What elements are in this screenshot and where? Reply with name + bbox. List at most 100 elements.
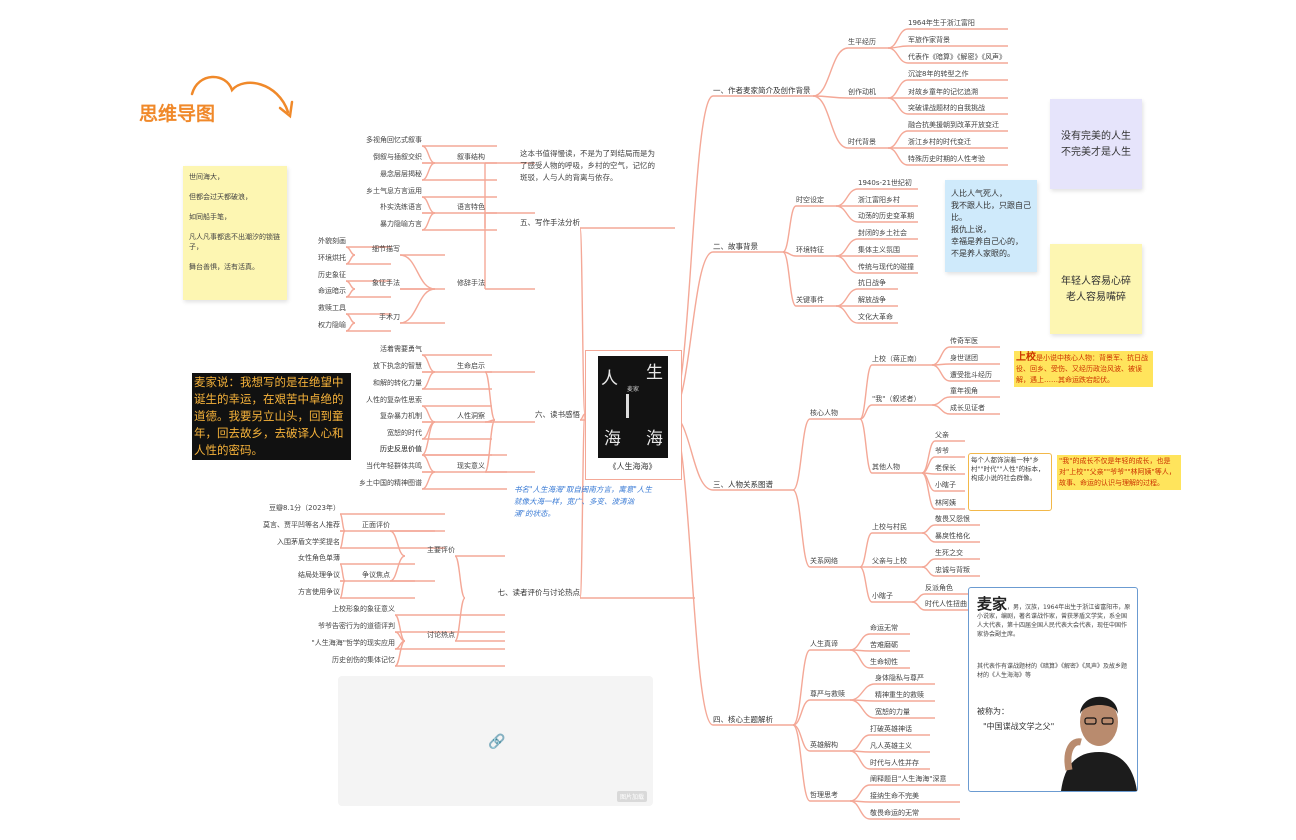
mindmap-node[interactable]: 抗日战争 bbox=[858, 279, 886, 287]
mindmap-node[interactable]: 争议焦点 bbox=[362, 571, 390, 579]
mindmap-node[interactable]: 救赎工具 bbox=[318, 304, 346, 312]
mindmap-node[interactable]: 上校形象的象征意义 bbox=[332, 605, 395, 613]
mindmap-node[interactable]: 宽恕的力量 bbox=[875, 708, 910, 716]
mindmap-node[interactable]: 方言使用争议 bbox=[298, 588, 340, 596]
mindmap-node[interactable]: 正面评价 bbox=[362, 521, 390, 529]
mindmap-node[interactable]: 细节描写 bbox=[372, 245, 400, 253]
mindmap-node[interactable]: 敬畏命运的无常 bbox=[870, 809, 919, 817]
mindmap-node[interactable]: 七、读者评价与讨论热点 bbox=[497, 588, 581, 597]
mindmap-node[interactable]: 乡土气息方言运用 bbox=[366, 187, 422, 195]
mindmap-node[interactable]: 历史象征 bbox=[318, 271, 346, 279]
mindmap-node[interactable]: 命运无常 bbox=[870, 624, 898, 632]
mindmap-node[interactable]: 五、写作手法分析 bbox=[520, 218, 580, 227]
mindmap-node[interactable]: "人生海海"哲学的现实应用 bbox=[311, 639, 395, 647]
mindmap-node[interactable]: 传统与现代的碰撞 bbox=[858, 263, 914, 271]
mindmap-node[interactable]: 当代年轻群体共鸣 bbox=[366, 462, 422, 470]
mindmap-node[interactable]: 老保长 bbox=[935, 464, 956, 472]
mindmap-node[interactable]: 英雄解构 bbox=[810, 741, 838, 749]
mindmap-node[interactable]: 入围茅盾文学奖提名 bbox=[277, 538, 340, 546]
mindmap-node[interactable]: 精神重生的救赎 bbox=[875, 691, 924, 699]
mindmap-node[interactable]: 人性洞察 bbox=[457, 412, 485, 420]
mindmap-node[interactable]: 文化大革命 bbox=[858, 313, 893, 321]
mindmap-node[interactable]: 复杂暴力机制 bbox=[380, 412, 422, 420]
mindmap-node[interactable]: 女性角色单薄 bbox=[298, 554, 340, 562]
mindmap-node[interactable]: 多视角回忆式叙事 bbox=[366, 136, 422, 144]
mindmap-node[interactable]: 集体主义氛围 bbox=[858, 246, 900, 254]
mindmap-node[interactable]: 浙江富阳乡村 bbox=[858, 196, 900, 204]
mindmap-node[interactable]: 接纳生命不完美 bbox=[870, 792, 919, 800]
mindmap-node[interactable]: 身世谜团 bbox=[950, 354, 978, 362]
mindmap-node[interactable]: 敬畏又怨恨 bbox=[935, 515, 970, 523]
mindmap-node[interactable]: 放下执念的智慧 bbox=[373, 362, 422, 370]
mindmap-node[interactable]: 和解的转化力量 bbox=[373, 379, 422, 387]
mindmap-node[interactable]: 关系网络 bbox=[810, 557, 838, 565]
mindmap-node[interactable]: 1940s-21世纪初 bbox=[858, 179, 912, 187]
mindmap-node[interactable]: 朴实洗练语言 bbox=[380, 203, 422, 211]
mindmap-node[interactable]: 主要评价 bbox=[427, 546, 455, 554]
mindmap-node[interactable]: 核心人物 bbox=[810, 409, 838, 417]
mindmap-node[interactable]: 创作动机 bbox=[848, 88, 876, 96]
mindmap-node[interactable]: 手术刀 bbox=[379, 313, 400, 321]
mindmap-node[interactable]: 叙事结构 bbox=[457, 153, 485, 161]
mindmap-node[interactable]: 倒叙与插叙交织 bbox=[373, 153, 422, 161]
mindmap-node[interactable]: 身体隐私与尊严 bbox=[875, 674, 924, 682]
mindmap-node[interactable]: 遭受批斗经历 bbox=[950, 371, 992, 379]
mindmap-node[interactable]: 权力隐喻 bbox=[318, 321, 346, 329]
mindmap-node[interactable]: 父亲与上校 bbox=[872, 557, 907, 565]
mindmap-node[interactable]: 六、读书感悟 bbox=[535, 410, 580, 419]
mindmap-node[interactable]: 生平经历 bbox=[848, 38, 876, 46]
mindmap-node[interactable]: 凡人英雄主义 bbox=[870, 742, 912, 750]
mindmap-node[interactable]: 修辞手法 bbox=[457, 279, 485, 287]
mindmap-node[interactable]: 历史反思价值 bbox=[380, 445, 422, 453]
mindmap-node[interactable]: 活着需要勇气 bbox=[380, 345, 422, 353]
mindmap-node[interactable]: 乡土中国的精神图谱 bbox=[359, 479, 422, 487]
mindmap-node[interactable]: 现实意义 bbox=[457, 462, 485, 470]
mindmap-node[interactable]: 三、人物关系图谱 bbox=[713, 480, 773, 489]
mindmap-node[interactable]: 解放战争 bbox=[858, 296, 886, 304]
mindmap-node[interactable]: 爷爷告密行为的道德评判 bbox=[318, 622, 395, 630]
mindmap-node[interactable]: 宽恕的时代 bbox=[387, 429, 422, 437]
mindmap-node[interactable]: 历史反思价值 bbox=[380, 445, 422, 453]
mindmap-node[interactable]: 1964年生于浙江富阳 bbox=[908, 19, 975, 27]
mindmap-node[interactable]: 融合抗美援朝到改革开放变迁 bbox=[908, 121, 999, 129]
mindmap-node[interactable]: 莫言、贾平凹等名人推荐 bbox=[263, 521, 340, 529]
mindmap-node[interactable]: 上校与村民 bbox=[872, 523, 907, 531]
mindmap-node[interactable]: 打破英雄神话 bbox=[870, 725, 912, 733]
mindmap-node[interactable]: 暴力隐喻方言 bbox=[380, 220, 422, 228]
mindmap-node[interactable]: 四、核心主题解析 bbox=[713, 715, 773, 724]
mindmap-node[interactable]: 人性的复杂性思索 bbox=[366, 396, 422, 404]
mindmap-node[interactable]: 结局处理争议 bbox=[298, 571, 340, 579]
mindmap-node[interactable]: 沉淀8年的转型之作 bbox=[908, 70, 969, 78]
mindmap-node[interactable]: 讨论热点 bbox=[427, 631, 455, 639]
mindmap-node[interactable]: 时代与人性并存 bbox=[870, 759, 919, 767]
mindmap-node[interactable]: 成长见证者 bbox=[950, 404, 985, 412]
mindmap-node[interactable]: 历史创伤的集体记忆 bbox=[332, 656, 395, 664]
mindmap-node[interactable]: 一、作者麦家简介及创作背景 bbox=[713, 86, 811, 95]
mindmap-node[interactable]: 小瞎子 bbox=[872, 592, 893, 600]
mindmap-node[interactable]: 生死之交 bbox=[935, 549, 963, 557]
mindmap-node[interactable]: 生命启示 bbox=[457, 362, 485, 370]
mindmap-node[interactable]: 封闭的乡土社会 bbox=[858, 229, 907, 237]
mindmap-node[interactable]: 对故乡童年的记忆追溯 bbox=[908, 88, 978, 96]
mindmap-node[interactable]: 生命韧性 bbox=[870, 658, 898, 666]
mindmap-node[interactable]: 环境特征 bbox=[796, 246, 824, 254]
mindmap-node[interactable]: 关键事件 bbox=[796, 296, 824, 304]
mindmap-node[interactable]: 代表作《暗算》《解密》《风声》 bbox=[908, 53, 1006, 61]
mindmap-node[interactable]: 暴戾性格化 bbox=[935, 532, 970, 540]
mindmap-node[interactable]: 小瞎子 bbox=[935, 481, 956, 489]
mindmap-node[interactable]: 二、故事背景 bbox=[713, 242, 758, 251]
mindmap-node[interactable]: 外貌刻画 bbox=[318, 237, 346, 245]
mindmap-node[interactable]: 阐释题目"人生海海"深意 bbox=[870, 775, 947, 783]
mindmap-node[interactable]: 命运暗示 bbox=[318, 287, 346, 295]
mindmap-node[interactable]: 林阿姨 bbox=[935, 499, 956, 507]
mindmap-node[interactable]: 语言特色 bbox=[457, 203, 485, 211]
mindmap-node[interactable]: 苦难磨砺 bbox=[870, 641, 898, 649]
mindmap-node[interactable]: 环境烘托 bbox=[318, 254, 346, 262]
mindmap-node[interactable]: 哲理思考 bbox=[810, 791, 838, 799]
mindmap-node[interactable]: 悬念层层揭秘 bbox=[380, 170, 422, 178]
mindmap-node[interactable]: 父亲 bbox=[935, 431, 949, 439]
mindmap-node[interactable]: 传奇军医 bbox=[950, 337, 978, 345]
mindmap-node[interactable]: 豆瓣8.1分（2023年） bbox=[269, 504, 340, 512]
mindmap-node[interactable]: 人生真谛 bbox=[810, 640, 838, 648]
mindmap-node[interactable]: 浙江乡村的时代变迁 bbox=[908, 138, 971, 146]
